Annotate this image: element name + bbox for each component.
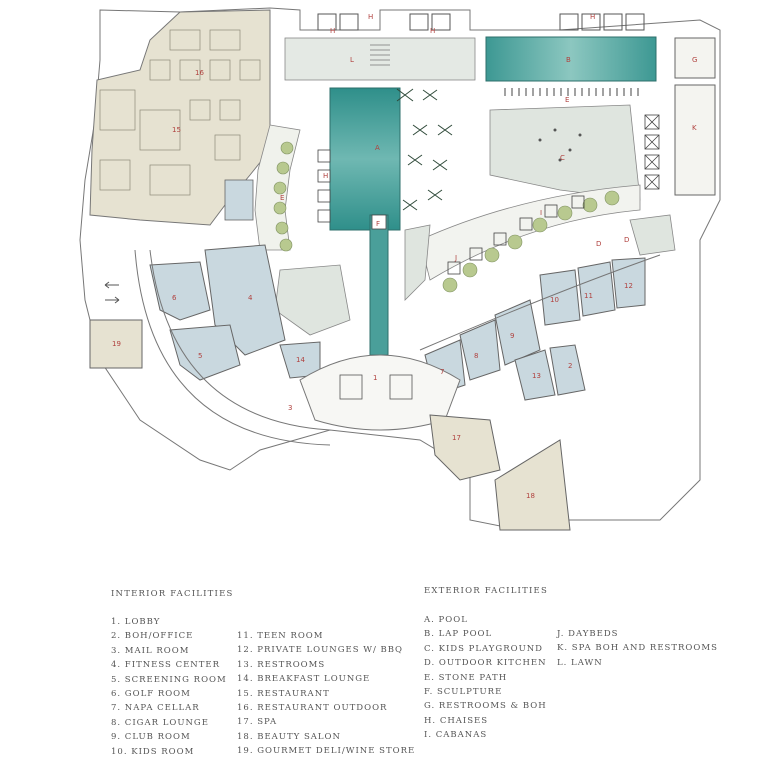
- legend-item: I. CABANAS: [424, 730, 488, 741]
- label-n13: 13: [532, 372, 541, 380]
- legend-item: 5. SCREENING ROOM: [111, 674, 227, 685]
- label-n5: 5: [198, 352, 202, 360]
- legend-item: E. STONE PATH: [424, 672, 508, 683]
- label-n9: 9: [510, 332, 514, 340]
- lawn-patch-1: [274, 264, 351, 336]
- label-g: G: [692, 56, 697, 64]
- legend-item: J. DAYBEDS: [557, 629, 619, 639]
- label-f: F: [376, 220, 380, 228]
- label-n3: 3: [288, 404, 292, 412]
- legend-item: 9. CLUB ROOM: [111, 732, 191, 743]
- site-plan-map: H H H H L B G K E A H F C I J D D E 1 2 …: [79, 7, 721, 531]
- legend-item: 12. PRIVATE LOUNGES W/ BBQ: [237, 645, 404, 656]
- label-d-2: D: [624, 236, 629, 244]
- label-n6: 6: [172, 294, 177, 302]
- lawn-patch-2: [404, 224, 431, 301]
- legend-item: B. LAP POOL: [424, 629, 493, 640]
- legend-item: C. KIDS PLAYGROUND: [424, 643, 543, 654]
- lawn-patch-3: [629, 214, 676, 256]
- label-h-2: H: [330, 27, 335, 35]
- label-h-1: H: [368, 13, 373, 21]
- spa: [429, 414, 501, 481]
- legend-item: A. POOL: [424, 615, 468, 625]
- label-n1: 1: [373, 374, 377, 382]
- label-i: I: [540, 209, 542, 217]
- kids-playground: [489, 104, 641, 201]
- legend-item: 16. RESTAURANT OUTDOOR: [237, 703, 388, 714]
- label-n8: 8: [474, 352, 478, 360]
- exterior-list-col1: A. POOL B. LAP POOL C. KIDS PLAYGROUND D. O…: [424, 613, 547, 743]
- legend-item: 18. BEAUTY SALON: [237, 731, 341, 742]
- label-b: B: [566, 56, 571, 64]
- spa-boh-k: [674, 84, 716, 196]
- label-n18: 18: [526, 492, 535, 500]
- label-k: K: [692, 124, 697, 132]
- restrooms-boh-g: [674, 37, 716, 79]
- label-c: C: [560, 154, 565, 162]
- west-wing-rooms: [149, 244, 321, 381]
- east-wing-rooms: [424, 257, 646, 401]
- label-h-3: H: [430, 27, 435, 35]
- legend-item: K. SPA BOH AND RESTROOMS: [557, 643, 718, 654]
- legend-item: 11. TEEN ROOM: [237, 631, 324, 641]
- label-n19: 19: [112, 340, 121, 348]
- main-pool: [329, 87, 401, 231]
- legend-item: 14. BREAKFAST LOUNGE: [237, 674, 371, 685]
- lawn-l: [284, 37, 476, 81]
- legend-item: 6. GOLF ROOM: [111, 689, 191, 700]
- lobby: [299, 354, 461, 431]
- label-n12: 12: [624, 282, 633, 290]
- legend-item: 17. SPA: [237, 717, 278, 728]
- label-e-2: E: [280, 194, 284, 202]
- legend-item: D. OUTDOOR KITCHEN: [424, 658, 547, 669]
- label-d-1: D: [596, 240, 601, 248]
- label-n14: 14: [296, 356, 305, 364]
- label-n10: 10: [550, 296, 559, 304]
- label-n7: 7: [440, 368, 444, 376]
- legend-item: 13. RESTROOMS: [237, 659, 326, 670]
- legend-item: 15. RESTAURANT: [237, 688, 330, 699]
- gourmet-deli: [89, 319, 143, 369]
- top-boxes: [317, 13, 645, 31]
- legend-item: 8. CIGAR LOUNGE: [111, 717, 209, 728]
- label-n15: 15: [172, 126, 181, 134]
- legend-item: 10. KIDS ROOM: [111, 746, 195, 757]
- label-h-5: H: [323, 172, 328, 180]
- palm-trees: [396, 88, 453, 211]
- beauty-salon: [494, 439, 571, 531]
- exterior-facilities-title: EXTERIOR FACILITIES: [424, 586, 548, 596]
- label-a: A: [375, 144, 380, 152]
- lap-pool: [485, 36, 657, 82]
- legend-item: 7. NAPA CELLAR: [111, 703, 200, 714]
- legend-item: 2. BOH/OFFICE: [111, 631, 194, 642]
- label-n16: 16: [195, 69, 204, 77]
- legend-item: 19. GOURMET DELI/WINE STORE: [237, 746, 416, 757]
- legend-item: L. LAWN: [557, 657, 603, 668]
- label-l: L: [350, 56, 354, 64]
- label-n11: 11: [584, 292, 593, 300]
- pool-walkway: [369, 214, 389, 356]
- legend-item: 4. FITNESS CENTER: [111, 660, 220, 671]
- label-n2: 2: [568, 362, 572, 370]
- label-n4: 4: [248, 294, 253, 302]
- label-e-1: E: [565, 96, 569, 104]
- kitchen-block: [224, 179, 254, 221]
- label-j: J: [454, 254, 457, 262]
- exterior-list-col2: J. DAYBEDS K. SPA BOH AND RESTROOMS L. LAW…: [557, 627, 718, 670]
- interior-list-col2: 11. TEEN ROOM 12. PRIVATE LOUNGES W/ BBQ 1…: [237, 629, 415, 759]
- label-n17: 17: [452, 434, 461, 442]
- legend-item: F. SCULPTURE: [424, 687, 503, 698]
- interior-facilities-title: INTERIOR FACILITIES: [111, 589, 234, 599]
- legend-item: H. CHAISES: [424, 715, 489, 726]
- legend-item: 3. MAIL ROOM: [111, 645, 190, 656]
- label-h-4: H: [590, 13, 595, 21]
- legend-item: 1. LOBBY: [111, 617, 161, 627]
- legend-item: G. RESTROOMS & BOH: [424, 701, 547, 712]
- interior-list-col1: 1. LOBBY 2. BOH/OFFICE 3. MAIL ROOM 4. FITN…: [111, 615, 227, 759]
